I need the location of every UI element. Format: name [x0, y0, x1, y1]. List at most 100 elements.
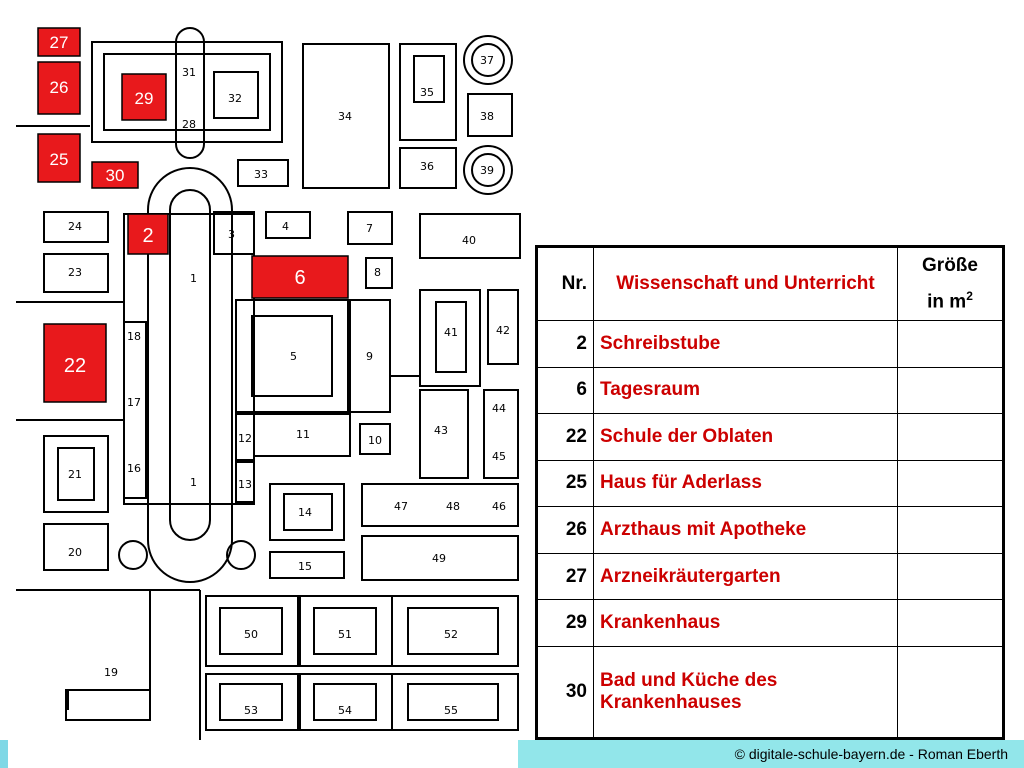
building-label: 38 [480, 110, 494, 123]
building-label: 17 [127, 396, 141, 409]
building-label: 8 [374, 266, 381, 279]
building-label: 42 [496, 324, 510, 337]
legend-header-row: Nr. Wissenschaft und Unterricht Größe in… [537, 247, 1003, 321]
legend-table: Nr. Wissenschaft und Unterricht Größe in… [535, 245, 1005, 740]
row-nr: 6 [537, 366, 594, 415]
building-label: 54 [338, 704, 352, 717]
building-label: 31 [182, 66, 196, 79]
building-label: 52 [444, 628, 458, 641]
row-size-field[interactable] [897, 645, 1003, 739]
legend-row: 22 Schule der Oblaten [537, 413, 1003, 461]
row-nr: 2 [537, 320, 594, 368]
building-label: 14 [298, 506, 312, 519]
building-label: 9 [366, 350, 373, 363]
row-nr: 29 [537, 599, 594, 647]
row-nr: 30 [537, 645, 594, 739]
building-label: 40 [462, 234, 476, 247]
header-size-sup: 2 [966, 288, 973, 303]
building-label: 34 [338, 110, 352, 123]
highlight-label-2: 2 [142, 225, 153, 247]
building-label: 10 [368, 434, 382, 447]
building-label: 39 [480, 164, 494, 177]
row-name: Krankenhaus [593, 599, 898, 647]
row-size-field[interactable] [897, 506, 1003, 554]
monastery-plan: 27 26 29 25 30 2 6 22 1 1 3 4 5 7 8 9 10… [16, 27, 521, 740]
building-label: 5 [290, 350, 297, 363]
building-label: 49 [432, 552, 446, 565]
header-size-line1: Größe [922, 254, 978, 276]
row-name: Bad und Küche des Krankenhauses [593, 645, 898, 739]
building-label: 3 [228, 228, 235, 241]
highlight-label-29: 29 [135, 89, 154, 108]
row-nr: 26 [537, 506, 594, 554]
legend-row: 2 Schreibstube [537, 320, 1003, 368]
row-size-field[interactable] [897, 413, 1003, 461]
building-label: 18 [127, 330, 141, 343]
building-label: 19 [104, 666, 118, 679]
legend-row: 30 Bad und Küche des Krankenhauses [537, 645, 1003, 739]
highlight-label-6: 6 [294, 267, 305, 289]
footer-accent [0, 740, 8, 768]
highlight-label-26: 26 [50, 78, 69, 97]
highlight-label-30: 30 [106, 166, 125, 185]
building-label: 50 [244, 628, 258, 641]
highlight-label-22: 22 [64, 355, 86, 377]
building-label: 32 [228, 92, 242, 105]
row-size-field[interactable] [897, 599, 1003, 647]
row-nr: 25 [537, 459, 594, 508]
building-label: 47 [394, 500, 408, 513]
row-name: Arzthaus mit Apotheke [593, 506, 898, 554]
legend-row: 25 Haus für Aderlass [537, 459, 1003, 508]
building-label: 1 [190, 476, 197, 489]
row-nr: 27 [537, 552, 594, 601]
building-label: 7 [366, 222, 373, 235]
building-label: 41 [444, 326, 458, 339]
row-name: Schule der Oblaten [593, 413, 898, 461]
highlight-label-25: 25 [50, 150, 69, 169]
building-label: 20 [68, 546, 82, 559]
building-label: 33 [254, 168, 268, 181]
legend-row: 26 Arzthaus mit Apotheke [537, 506, 1003, 554]
highlight-label-27: 27 [50, 33, 69, 52]
building-label: 44 [492, 402, 506, 415]
building-label: 13 [238, 478, 252, 491]
header-size: Größe in m2 [897, 247, 1003, 321]
building-label: 43 [434, 424, 448, 437]
row-nr: 22 [537, 413, 594, 461]
building-label: 24 [68, 220, 82, 233]
row-size-field[interactable] [897, 552, 1003, 601]
building-label: 12 [238, 432, 252, 445]
legend-row: 27 Arzneikräutergarten [537, 552, 1003, 601]
copyright-text: © digitale-schule-bayern.de - Roman Eber… [734, 746, 1008, 762]
footer-white-band [8, 740, 518, 768]
row-size-field[interactable] [897, 366, 1003, 415]
row-name: Tagesraum [593, 366, 898, 415]
building-label: 21 [68, 468, 82, 481]
building-label: 55 [444, 704, 458, 717]
row-size-field[interactable] [897, 320, 1003, 368]
building-label: 46 [492, 500, 506, 513]
building-label: 53 [244, 704, 258, 717]
building-label: 11 [296, 428, 310, 441]
row-name: Schreibstube [593, 320, 898, 368]
legend-row: 29 Krankenhaus [537, 599, 1003, 647]
building-label: 1 [190, 272, 197, 285]
building-label: 48 [446, 500, 460, 513]
building-label: 28 [182, 118, 196, 131]
building-label: 23 [68, 266, 82, 279]
building-label: 16 [127, 462, 141, 475]
building-label: 36 [420, 160, 434, 173]
header-nr: Nr. [537, 247, 594, 321]
row-size-field[interactable] [897, 459, 1003, 508]
building-label: 37 [480, 54, 494, 67]
building-label: 35 [420, 86, 434, 99]
building-label: 45 [492, 450, 506, 463]
row-name: Arzneikräutergarten [593, 552, 898, 601]
building-label: 4 [282, 220, 289, 233]
header-size-line2: in m [927, 291, 967, 313]
header-name: Wissenschaft und Unterricht [593, 247, 898, 321]
legend-row: 6 Tagesraum [537, 366, 1003, 415]
building-label: 51 [338, 628, 352, 641]
row-name: Haus für Aderlass [593, 459, 898, 508]
building-label: 15 [298, 560, 312, 573]
